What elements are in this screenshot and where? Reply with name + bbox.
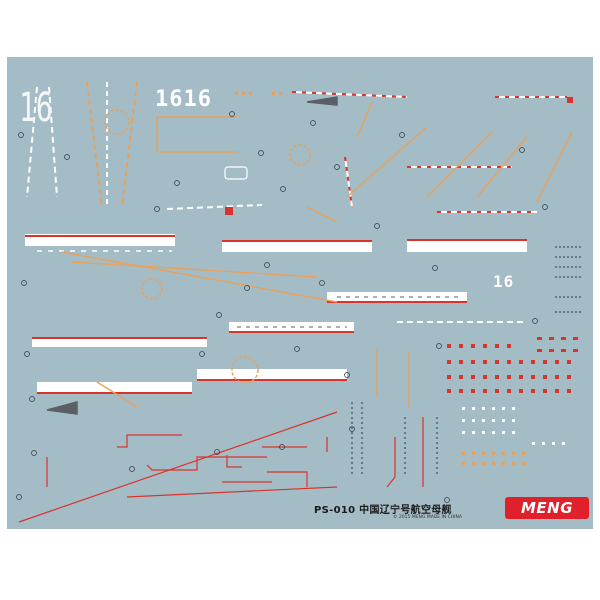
circle-decals [104, 109, 311, 384]
orange-line-decals [61, 101, 573, 408]
ladder-decals [26, 81, 567, 323]
decal-artwork [16, 81, 582, 523]
hull-number-small: 16 [493, 272, 515, 291]
deck-stripe-decals [25, 234, 527, 394]
small-marking-decals [225, 92, 578, 465]
hull-number-pair: 1616 [155, 87, 212, 112]
product-code: PS-010 [314, 505, 356, 516]
product-code-title: PS-010 中国辽宁号航空母舰 [314, 501, 452, 516]
brand-name: MENG [520, 499, 574, 517]
red-line-decals [18, 411, 424, 523]
meng-logo: MENG [505, 497, 589, 519]
decal-sheet: 16 1616 16 PS-010 中国辽宁号航空母舰 © 2015 MENG … [7, 57, 593, 529]
copyright-line: © 2015 MENG MADE IN CHINA [393, 515, 462, 520]
product-title: 中国辽宁号航空母舰 [359, 505, 452, 516]
grey-tick-decals [46, 96, 582, 477]
hull-number-large: 16 [19, 85, 53, 131]
decal-number-markers [16, 111, 548, 503]
